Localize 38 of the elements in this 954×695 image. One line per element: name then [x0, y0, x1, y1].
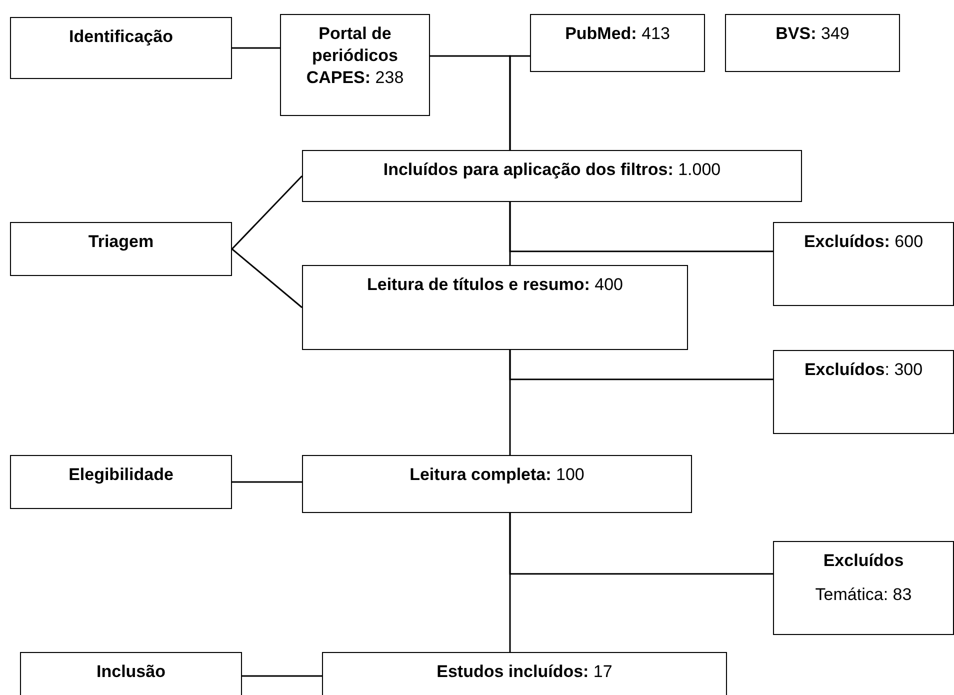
- connector-line: [232, 248, 302, 308]
- box-text: Elegibilidade: [68, 464, 174, 486]
- box-text: Estudos incluídos: 17: [436, 661, 612, 683]
- connector-line: [232, 47, 280, 49]
- box-text: Inclusão: [96, 661, 166, 683]
- box-text: Triagem: [88, 231, 154, 253]
- connector-line: [509, 350, 773, 380]
- connector-line: [509, 55, 530, 150]
- box-text: Identificação: [69, 26, 173, 48]
- process-box: [773, 350, 954, 434]
- box-text: Excluídos: [823, 550, 904, 572]
- process-box: [773, 541, 954, 635]
- process-box: [725, 14, 900, 72]
- box-text: Portal de periódicos CAPES: 238: [305, 23, 405, 90]
- connector-line: [509, 202, 773, 252]
- process-box: [10, 222, 232, 276]
- box-text: Incluídos para aplicação dos filtros: 1.000: [383, 159, 721, 181]
- process-box: [530, 14, 705, 72]
- box-text: Excluídos: 300: [804, 359, 923, 381]
- process-box: [302, 150, 802, 202]
- box-text: Temática: 83: [815, 584, 912, 606]
- process-box: [322, 652, 727, 695]
- process-box: [302, 265, 688, 350]
- process-box: [302, 455, 692, 513]
- box-text: Leitura completa: 100: [410, 464, 584, 486]
- process-box: [10, 455, 232, 509]
- box-text: Excluídos: 600: [804, 231, 924, 253]
- connector-line: [231, 175, 303, 250]
- connector-line: [232, 481, 302, 483]
- process-box: [20, 652, 242, 695]
- connector-line: [509, 513, 773, 575]
- connector-line: [242, 675, 322, 677]
- box-text: BVS: 349: [776, 23, 850, 45]
- process-box: [280, 14, 430, 116]
- process-box: [773, 222, 954, 306]
- box-text: PubMed: 413: [565, 23, 670, 45]
- box-text: Leitura de títulos e resumo: 400: [366, 274, 624, 296]
- process-box: [10, 17, 232, 79]
